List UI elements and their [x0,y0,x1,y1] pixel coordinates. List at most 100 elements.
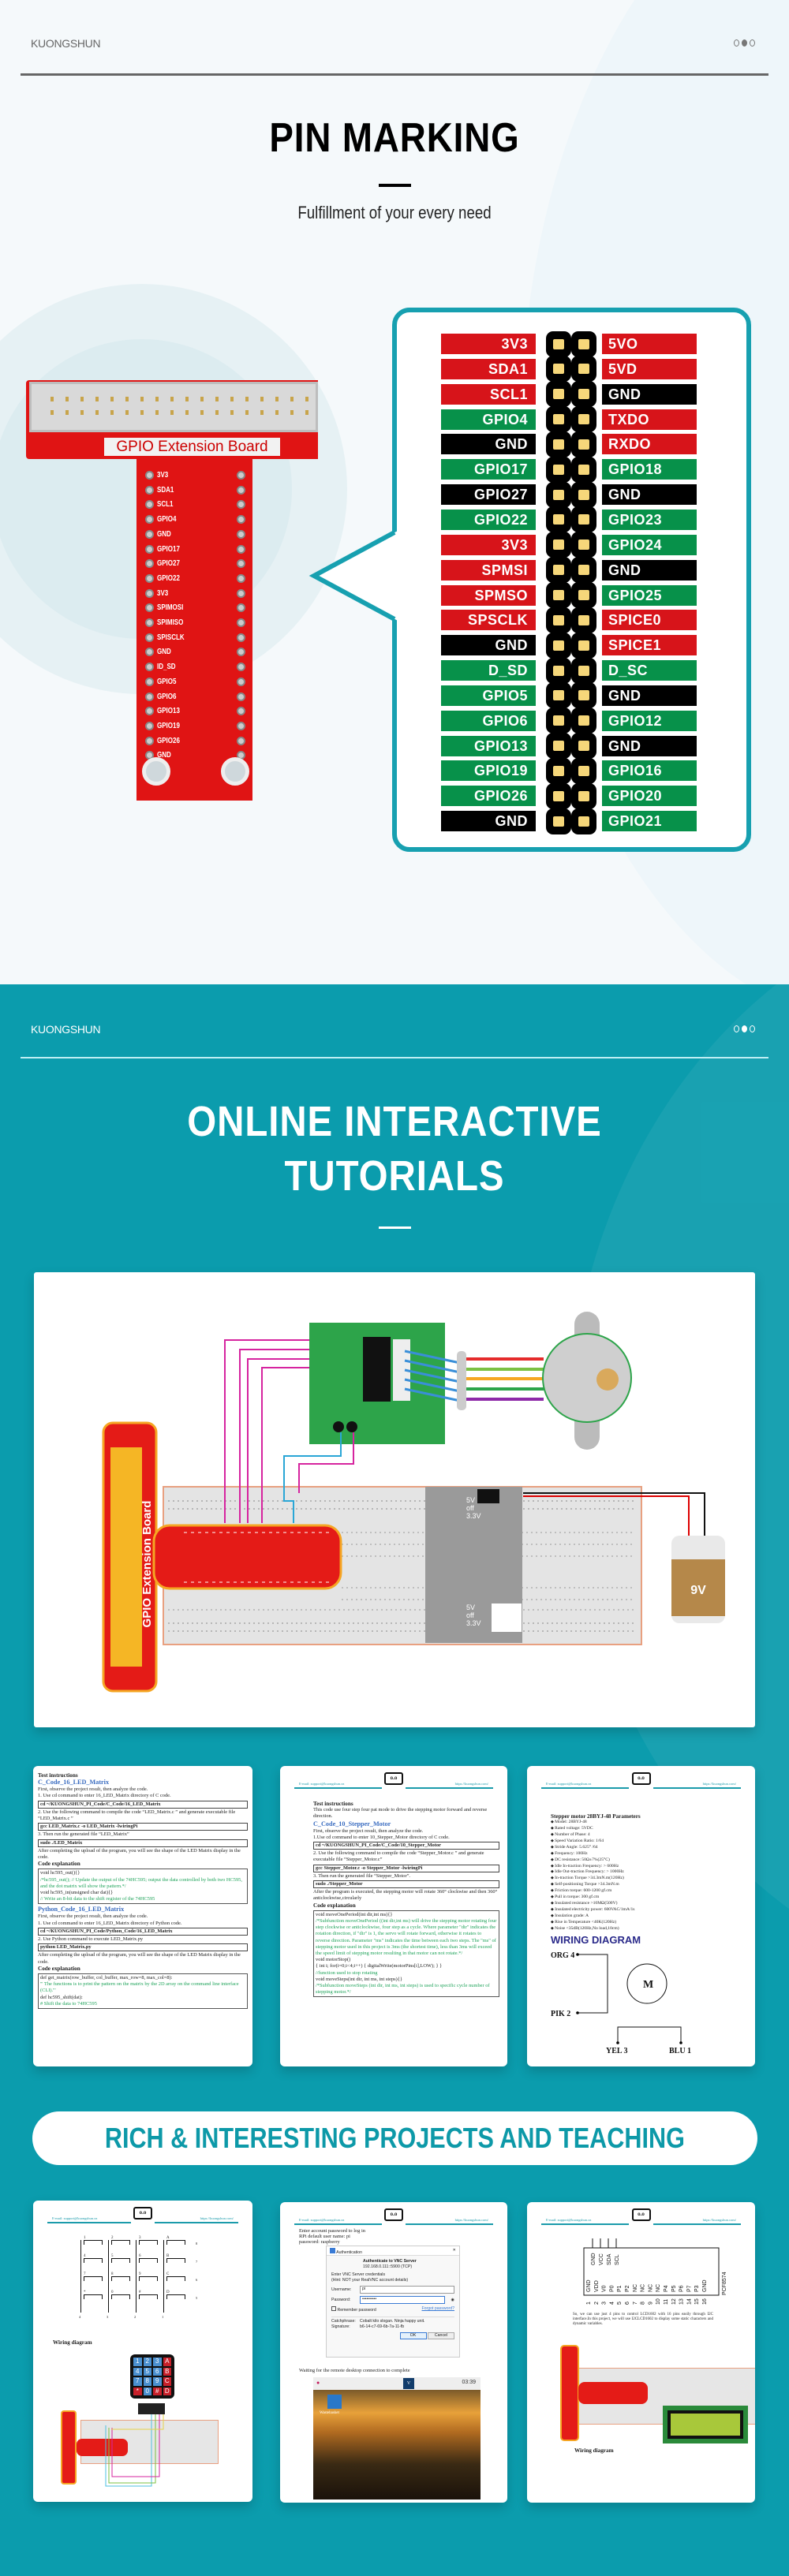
lcd-pin-label: P4 [664,2285,669,2292]
pin-label-right: GND [602,383,697,405]
username-field[interactable]: pi [360,2286,454,2294]
switch-label: 7 [84,2272,86,2276]
board-pin-label-left: GPIO13 [157,707,180,716]
command-box: gcc Stepper_Motor.c -o Stepper_Motor -lw… [313,1864,499,1872]
eye-icon[interactable]: ◉ [451,2297,454,2302]
header-pin-icon [571,582,596,608]
schematic-line [108,2240,109,2313]
switch-symbol [166,2294,185,2299]
wastebasket-icon[interactable] [327,2395,342,2409]
keypad-connector [138,2403,165,2414]
ok-button[interactable]: OK [399,2332,427,2339]
page-title: PIN MARKING [269,115,520,161]
board-hole [145,736,154,745]
pin-label-right: TXDO [602,409,697,430]
code-box: void moveOnePeriod(int dir,int ms){}/*Su… [313,1910,499,1998]
header-pin-icon [546,532,571,558]
header-pin-icon [571,707,596,734]
doc-section-link[interactable]: C_Code_16_LED_Matrix [38,1779,110,1786]
param-item: Pull in torque: 300 gf.cm [551,1895,739,1901]
switch-label: 4 [84,2254,86,2258]
pin-number: 1 [586,2302,592,2305]
t-board [560,2345,579,2441]
password-field[interactable]: •••••••••• [360,2296,445,2304]
lcd-pin-label: P0 [609,2285,615,2292]
doc-stepper-params: Stepper motor 28BYJ-48 Parameters Model:… [527,1766,755,2066]
clock: 03:39 [462,2380,476,2385]
remember-checkbox[interactable] [331,2306,336,2311]
lcd-pin-label: NC [648,2284,653,2292]
board-hole [237,559,245,569]
param-item: Noise <35dB(120Hz,No load,10cm) [551,1926,739,1932]
param-item: Speed Variation Ratio: 1/64 [551,1839,739,1845]
keypad-key: # [153,2387,162,2395]
pager-dots[interactable] [734,39,755,47]
header-pin-icon [546,582,571,608]
doc-section-link[interactable]: Python_Code_16_LED_Matrix [38,1906,125,1913]
pin-label-right: GPIO25 [602,584,697,606]
intro-line: password: raspberry [299,2239,340,2245]
board-hole [145,485,154,495]
code-line: void hc595_in(unsigned char dat){} [40,1890,114,1896]
switch-symbol [84,2258,103,2263]
header-pin-icon [546,481,571,508]
param-item: DC resistance: 50Ω±7%(25°C) [551,1857,739,1864]
board-hole [237,677,245,686]
cancel-button[interactable]: Cancel [428,2332,454,2339]
intro-line: Enter account password to log in [299,2228,365,2234]
pager-dots[interactable] [734,1025,755,1032]
board-pin-label-left: ID_SD [157,663,176,672]
wiring-diagram-label: Wiring diagram [53,2339,92,2346]
header-pin-icon [546,506,571,533]
header-pin-icon [571,506,596,533]
board-hole [237,529,245,539]
board-hole [145,573,154,583]
t-board-pins [110,1447,142,1667]
server-address: 192.168.0.111::5900 (TCP) [363,2264,413,2269]
doc-section-link[interactable]: C_Code_10_Stepper_Motor [313,1820,391,1827]
power-jumper-labels: 5V off 3.3V 5V off 3.3V [466,1496,481,1627]
board-pin-label-left: 3V3 [157,471,169,480]
username-label: Username: [331,2287,352,2292]
code-comment: // Write an 8-bit data to the shift regi… [40,1896,155,1902]
keypad-key: 9 [153,2377,162,2386]
raspberry-menu-icon[interactable]: ● [316,2380,320,2386]
schematic-line [163,2240,164,2313]
param-item: Self-positioning Torque >34.3mN.m [551,1882,739,1888]
lcd-pin-label: NC [641,2284,646,2292]
keypad-key: 1 [133,2358,142,2366]
projects-banner: RICH & INTERESTING PROJECTS AND TEACHING [32,2111,757,2165]
code-comment: /*hc595_out(); // Update the output of t… [40,1876,242,1889]
header-pin-icon [571,682,596,709]
lcd-pin-label: P1 [617,2285,623,2292]
close-icon[interactable]: ✕ [452,2248,456,2253]
stepper-wiring-diagram: GPIO Extension Board [34,1272,755,1727]
forgot-password-link[interactable]: Forgot password? [421,2306,454,2311]
switch-label: C [166,2272,170,2276]
doc-heading: Test instructions [313,1801,353,1807]
header-pin-icon [571,782,596,809]
code-comment: /*Subfunction moveOnePeriod ((int dir,in… [316,1918,497,1957]
chip-label: PCF8574 [722,2272,727,2295]
header-pin-icon [571,431,596,457]
param-item: Friction torque: 600-1200 gf.cm [551,1888,739,1895]
doc-heading: Code explanation [38,1965,80,1972]
board-pin-label-left: GPIO17 [157,544,180,554]
t-cobbler [77,2439,128,2456]
vnc-tray-icon[interactable]: V [403,2378,414,2389]
waiting-text: Waiting for the remote desktop connectio… [299,2368,410,2373]
doc-paragraph: 2. Use the following command to compile … [38,1809,236,1822]
switch-symbol [139,2258,158,2263]
svg-text:PIK 2: PIK 2 [551,2010,570,2018]
kuongshun-logo: o.o [631,2208,651,2221]
param-item: Insulation grade: A [551,1913,739,1920]
board-pin-label-left: GND [157,648,171,657]
doc-url: https://kuongshun.com/ [702,2218,736,2222]
board-hole [145,603,154,613]
stepper-motor [542,1333,632,1423]
pin-number: 3 [602,2302,608,2305]
pin-number: 5 [617,2302,623,2305]
command-box: python LED_Matrix.py [38,1943,248,1952]
pin-label-left: GPIO5 [441,685,536,706]
